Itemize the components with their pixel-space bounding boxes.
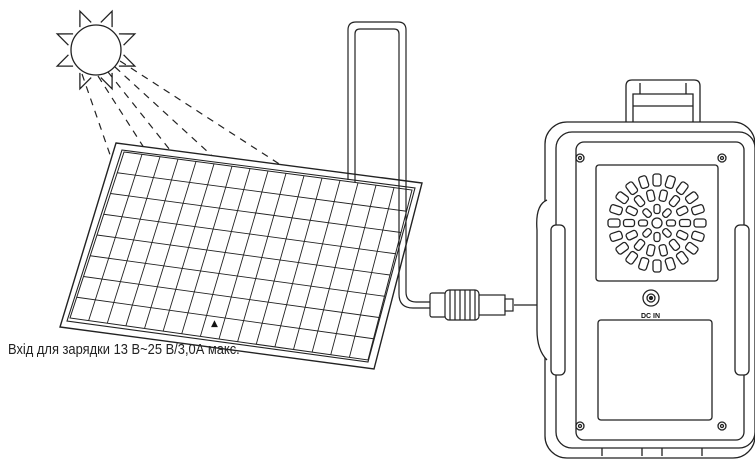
fan-slot: [675, 250, 689, 265]
fan-slot: [625, 229, 639, 241]
sun-ray: [100, 9, 113, 28]
fan-slot: [642, 208, 653, 219]
sun-ray: [118, 54, 137, 67]
fan-slot: [690, 230, 705, 242]
fan-slot: [609, 204, 624, 216]
charging-input-caption: Вхід для зарядки 13 В~25 В/3,0А макс.: [8, 341, 240, 358]
marker-triangle-icon: ▲: [211, 319, 218, 329]
panel-cell-line: [96, 234, 391, 276]
fan-slot: [653, 231, 661, 243]
fan-vent-icon: [607, 173, 707, 273]
fan-slot: [658, 244, 669, 257]
fan-slot: [633, 238, 646, 252]
dc-in-label: DC IN: [641, 313, 660, 320]
fan-slot: [615, 191, 630, 205]
fan-slot: [625, 205, 639, 217]
fan-slot: [675, 205, 689, 217]
fan-slot: [684, 191, 699, 205]
fan-slot: [668, 238, 681, 252]
panel-cell-line: [103, 213, 396, 255]
power-station: [536, 79, 755, 459]
fan-slot: [615, 241, 630, 255]
sun-ray: [100, 72, 113, 91]
sun-ray: [118, 33, 137, 46]
fan-slot: [668, 194, 681, 208]
fan-slot: [684, 241, 699, 255]
fan-slot: [625, 181, 639, 196]
fan-slot: [609, 230, 624, 242]
sun-ray: [79, 9, 92, 28]
fan-slot: [652, 173, 662, 187]
fan-slot: [607, 218, 621, 228]
sun-ray: [55, 33, 74, 46]
fan-slot: [638, 175, 650, 190]
charging-cable: [347, 21, 432, 309]
fan-slot: [678, 218, 692, 228]
panel-cell-line: [117, 172, 407, 212]
fan-slot: [633, 194, 646, 208]
fan-slot: [665, 219, 677, 227]
fan-slot: [693, 218, 707, 228]
fan-slot: [645, 244, 656, 257]
fan-slot: [625, 250, 639, 265]
fan-slot: [675, 181, 689, 196]
fan-slot: [664, 175, 676, 190]
fan-slot: [652, 259, 662, 273]
fan-slot: [653, 203, 661, 215]
fan-slot: [664, 256, 676, 271]
fan-slot: [675, 229, 689, 241]
fan-slot: [622, 218, 636, 228]
fan-slot: [658, 189, 669, 202]
fan-slot: [661, 208, 672, 219]
fan-slot: [642, 227, 653, 238]
sun-ray: [55, 54, 74, 67]
solar-panel: [59, 142, 423, 370]
fan-slot: [645, 189, 656, 202]
panel-cell-line: [90, 255, 385, 297]
sun-ray: [79, 72, 92, 91]
fan-slot: [637, 219, 649, 227]
panel-cell-line: [110, 193, 402, 233]
panel-cell-line: [76, 296, 374, 340]
fan-hub: [651, 217, 663, 229]
panel-cell-line: [83, 276, 380, 318]
fan-slot: [638, 256, 650, 271]
sun-rays: [55, 9, 137, 91]
dc-connector: [429, 289, 514, 321]
fan-slot: [661, 227, 672, 238]
sun-icon: [55, 9, 137, 91]
fan-slot: [690, 204, 705, 216]
